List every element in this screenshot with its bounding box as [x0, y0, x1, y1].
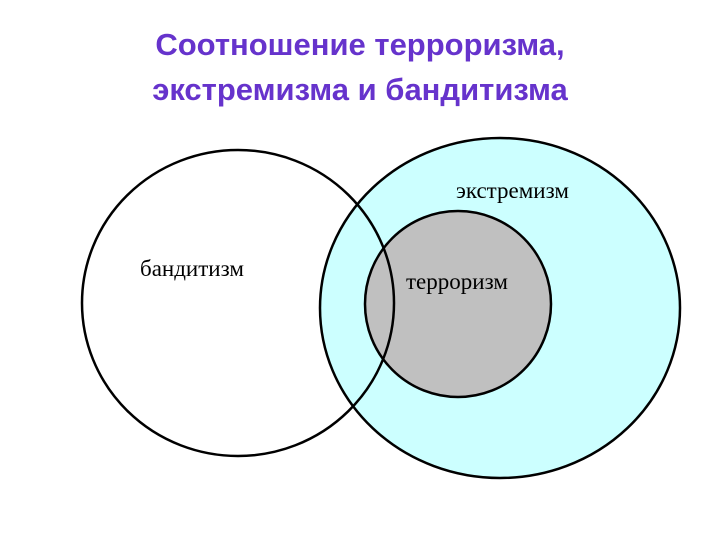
banditry-label: бандитизм — [140, 256, 244, 281]
slide-title-line-2: экстремизма и бандитизма — [152, 72, 568, 107]
terrorism-label: терроризм — [406, 269, 508, 294]
terrorism-circle — [363, 209, 553, 399]
slide-title: Соотношение терроризма, экстремизма и ба… — [0, 22, 720, 112]
slide-title-line-1: Соотношение терроризма, — [155, 27, 565, 62]
banditry-circle — [80, 148, 396, 458]
extremism-label: экстремизм — [456, 178, 569, 203]
